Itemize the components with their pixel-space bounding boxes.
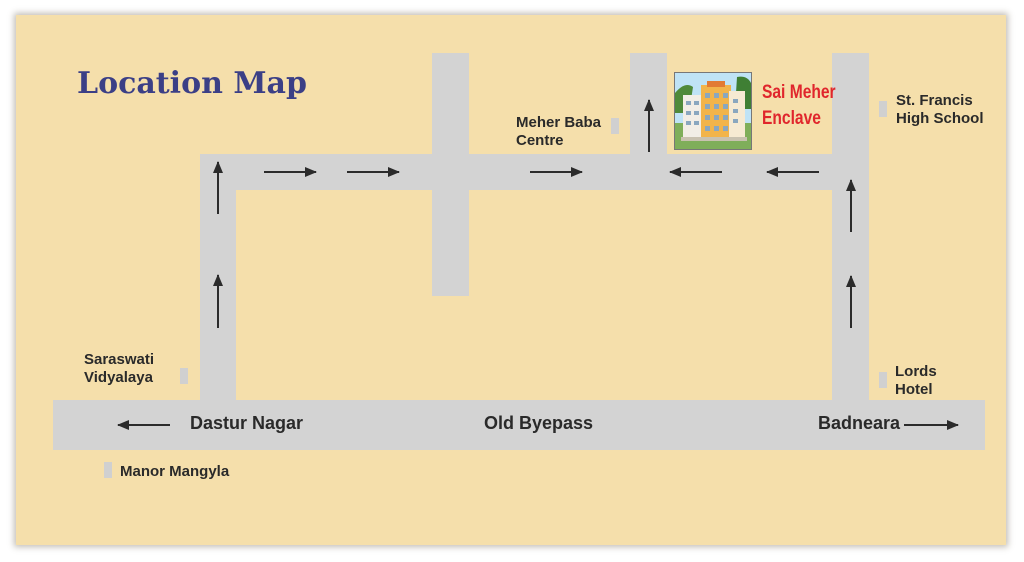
road-middle-vertical [432,53,469,296]
dastur-nagar-label: Dastur Nagar [190,413,304,433]
meher-baba-label: Meher Baba Centre [516,114,601,150]
st-francis-label: St. Francis High School [896,92,984,128]
st-francis-line2: High School [896,110,984,127]
project-name: Sai Meher Enclave [762,80,836,132]
st-francis-marker [879,101,887,117]
saraswati-marker [180,368,188,384]
saraswati-label: Saraswati Vidyalaya [84,351,154,387]
saraswati-line2: Vidyalaya [84,369,153,386]
meher-baba-marker [611,118,619,134]
meher-baba-line1: Meher Baba [516,114,602,131]
project-name-line2: Enclave [762,108,821,129]
st-francis-line1: St. Francis [896,92,973,109]
building-image [674,72,752,150]
lords-line1: Lords [895,363,937,380]
manor-marker [104,462,112,478]
lords-hotel-label: Lords Hotel [895,363,937,399]
road-old-byepass [53,400,985,450]
badneara-label: Badneara [818,413,901,433]
meher-baba-line2: Centre [516,132,564,149]
lords-line2: Hotel [895,381,933,398]
saraswati-line1: Saraswati [84,351,155,368]
old-byepass-label: Old Byepass [484,413,594,433]
map-title: Location Map [77,66,307,101]
manor-mangyla-label: Manor Mangyla [120,463,230,480]
project-name-line1: Sai Meher [762,82,836,103]
lords-marker [879,372,887,388]
